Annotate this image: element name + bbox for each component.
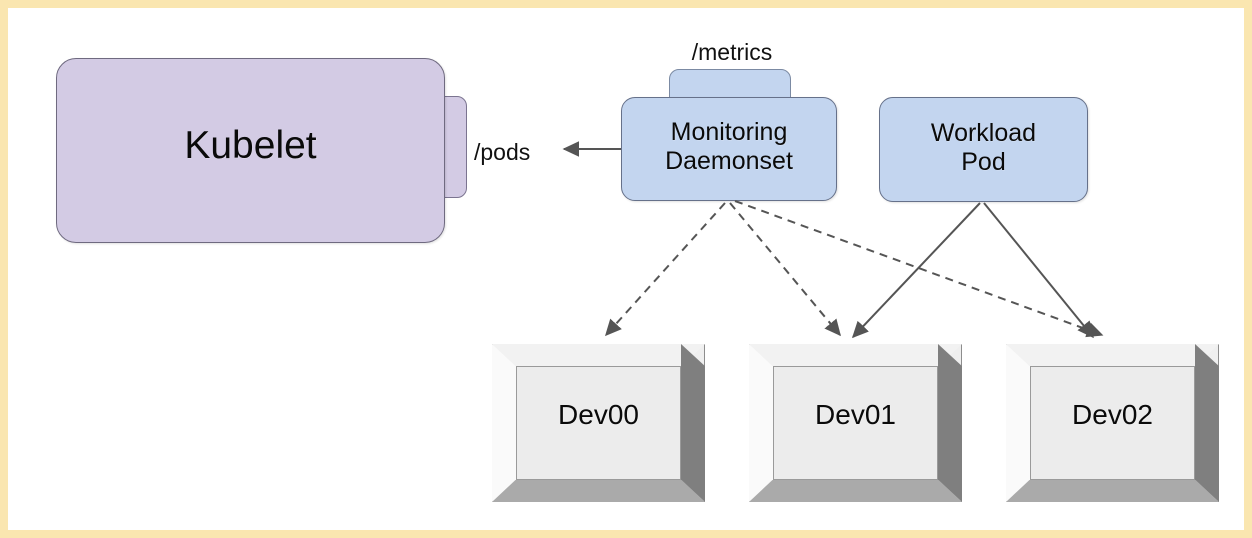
node-dev00[interactable]: Dev00 (492, 344, 705, 502)
node-dev02[interactable]: Dev02 (1006, 344, 1219, 502)
diagram-stage: Kubelet /pods /metrics Monitoring Daemon… (8, 8, 1244, 530)
dev01-bevel-top (749, 344, 962, 366)
edge-monitoring-to-dev00 (604, 202, 726, 337)
dev01-bevel-right (938, 344, 962, 502)
workload-pod-label: Workload Pod (930, 119, 1037, 176)
edge-workload-to-dev02 (983, 202, 1094, 339)
dev00-bevel-top (492, 344, 705, 366)
monitoring-daemonset-label: Monitoring Daemonset (665, 118, 793, 175)
dev02-bevel-right (1195, 344, 1219, 502)
node-workload-pod[interactable]: Workload Pod (879, 97, 1088, 202)
dev00-face: Dev00 (516, 366, 681, 480)
node-dev01[interactable]: Dev01 (749, 344, 962, 502)
edge-monitoring-to-dev02 (734, 200, 1104, 338)
dev01-bevel-bottom (749, 480, 962, 502)
kubelet-label: Kubelet (184, 124, 317, 167)
dev01-face: Dev01 (773, 366, 938, 480)
dev00-bevel-right (681, 344, 705, 502)
dev00-bevel-bottom (492, 480, 705, 502)
node-kubelet[interactable]: Kubelet (56, 58, 445, 243)
dev02-bevel-top (1006, 344, 1219, 366)
edge-monitoring-to-dev01 (729, 202, 841, 337)
dev02-bevel-left (1006, 344, 1030, 502)
metrics-port-label: /metrics (691, 39, 773, 65)
dev01-bevel-left (749, 344, 773, 502)
dev00-bevel-left (492, 344, 516, 502)
node-monitoring-daemonset[interactable]: Monitoring Daemonset (621, 97, 837, 201)
dev01-label: Dev01 (815, 399, 896, 430)
dev02-bevel-bottom (1006, 480, 1219, 502)
dev02-label: Dev02 (1072, 399, 1153, 430)
dev00-label: Dev00 (558, 399, 639, 430)
dev02-face: Dev02 (1030, 366, 1195, 480)
pods-port-label: /pods (474, 139, 531, 165)
edge-workload-to-dev01 (851, 202, 981, 339)
